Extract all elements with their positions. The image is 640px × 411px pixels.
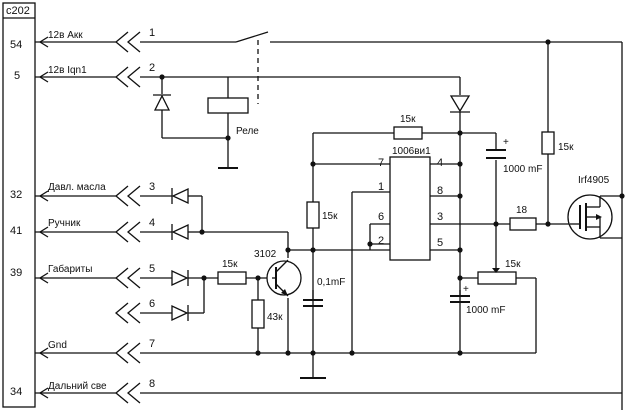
relay-coil <box>207 97 249 114</box>
connector-pin-41: 41 <box>10 225 22 237</box>
resistor-43k <box>251 299 265 329</box>
resistor-43k-label: 43к <box>267 312 283 323</box>
resistor-right-label: 15к <box>558 142 574 153</box>
capacitor-mid <box>303 299 323 307</box>
signal-parking-lights: Габариты <box>48 263 92 275</box>
ic-pin-6: 6 <box>378 211 384 223</box>
diode-ignition <box>449 95 471 113</box>
resistor-right <box>541 131 555 155</box>
connector-pin-5: 5 <box>14 70 20 82</box>
signal-handbrake: Ручник <box>48 218 81 229</box>
connector-pin-32: 32 <box>10 189 22 201</box>
ic-pin-2: 2 <box>378 235 384 247</box>
chevron-left-icon <box>114 185 129 207</box>
chevron-left-icon <box>114 221 129 243</box>
chevron-left-icon <box>114 267 129 289</box>
wire-numbers: 1 2 3 4 5 6 7 8 <box>149 27 155 390</box>
ic-pin-8: 8 <box>437 185 443 197</box>
resistor-gate <box>509 217 537 231</box>
mosfet-irf4905 <box>567 194 613 240</box>
ic-1006vi1 <box>389 156 431 261</box>
capacitor-top <box>486 149 506 159</box>
capacitor-top-polarity: + <box>503 137 509 148</box>
connector-pin-54: 54 <box>10 39 22 51</box>
chevron-left-icon <box>126 221 141 243</box>
diode-input-4 <box>171 223 189 241</box>
connector-pin-39: 39 <box>10 267 22 279</box>
wire-number-4: 4 <box>149 217 155 229</box>
diode-input-6 <box>171 304 189 322</box>
ic-pin-5: 5 <box>437 237 443 249</box>
wire-number-5: 5 <box>149 263 155 275</box>
diode-input-5 <box>171 269 189 287</box>
resistor-middle-label: 15к <box>322 211 338 222</box>
signal-oil-pressure: Давл. масла <box>48 182 106 193</box>
wire-number-3: 3 <box>149 181 155 193</box>
wire-number-1: 1 <box>149 27 155 39</box>
ic-pin-4: 4 <box>437 157 443 169</box>
resistor-base <box>217 271 247 285</box>
potentiometer-label: 15к <box>505 259 521 270</box>
signal-12v-ign1: 12в Iqn1 <box>48 65 87 76</box>
ic-pin-3: 3 <box>437 211 443 223</box>
resistor-top <box>393 126 423 140</box>
components: Реле 15к + 1000 mF 15к 1006ви1 7 4 1 <box>153 94 613 329</box>
chevron-left-icon <box>126 267 141 289</box>
connector-c202: c202 54 5 32 41 39 34 <box>2 2 36 408</box>
chevron-left-icon <box>126 31 141 53</box>
chevron-left-icon <box>126 185 141 207</box>
chevron-left-icon <box>126 342 141 364</box>
potentiometer <box>477 271 517 285</box>
resistor-gate-label: 18 <box>516 205 528 216</box>
chevron-left-icon <box>114 66 129 88</box>
diode-input-3 <box>171 187 189 205</box>
signal-gnd: Gnd <box>48 340 67 351</box>
resistor-top-label: 15к <box>400 114 416 125</box>
transistor-3102 <box>266 259 302 297</box>
mosfet-label: Irf4905 <box>578 175 610 186</box>
signal-labels: 12в Акк 12в Iqn1 Давл. масла Ручник Габа… <box>48 30 107 392</box>
capacitor-mid-label: 0,1mF <box>317 277 345 288</box>
capacitor-bottom-label: 1000 mF <box>466 305 505 316</box>
chevron-left-icon <box>126 382 141 404</box>
wire-number-7: 7 <box>149 338 155 350</box>
chevron-left-icon <box>114 302 129 324</box>
wire-number-2: 2 <box>149 62 155 74</box>
chevron-left-icon <box>126 66 141 88</box>
resistor-base-label: 15к <box>222 259 238 270</box>
capacitor-bottom-polarity: + <box>463 284 469 295</box>
capacitor-top-label: 1000 mF <box>503 164 542 175</box>
chevron-left-icon <box>114 342 129 364</box>
junction-dots <box>159 39 625 356</box>
capacitor-bottom <box>450 295 470 303</box>
signal-12v-acc: 12в Акк <box>48 30 83 41</box>
connector-pin-34: 34 <box>10 386 22 398</box>
ic-label: 1006ви1 <box>392 146 431 157</box>
diode-flyback <box>153 94 171 111</box>
wire-number-8: 8 <box>149 378 155 390</box>
ic-pin-1: 1 <box>378 181 384 193</box>
connector-body <box>2 2 36 408</box>
chevron-left-icon <box>114 382 129 404</box>
wire-number-6: 6 <box>149 298 155 310</box>
pot-wiper-icon <box>492 268 500 273</box>
signal-high-beam: Дальний све <box>48 381 107 392</box>
chevron-left-icon <box>114 31 129 53</box>
connector-name: c202 <box>6 5 30 17</box>
resistor-middle <box>306 201 320 229</box>
chevron-left-icon <box>126 302 141 324</box>
transistor-label: 3102 <box>254 249 277 260</box>
relay-label: Реле <box>236 126 259 137</box>
ic-pin-7: 7 <box>378 157 384 169</box>
